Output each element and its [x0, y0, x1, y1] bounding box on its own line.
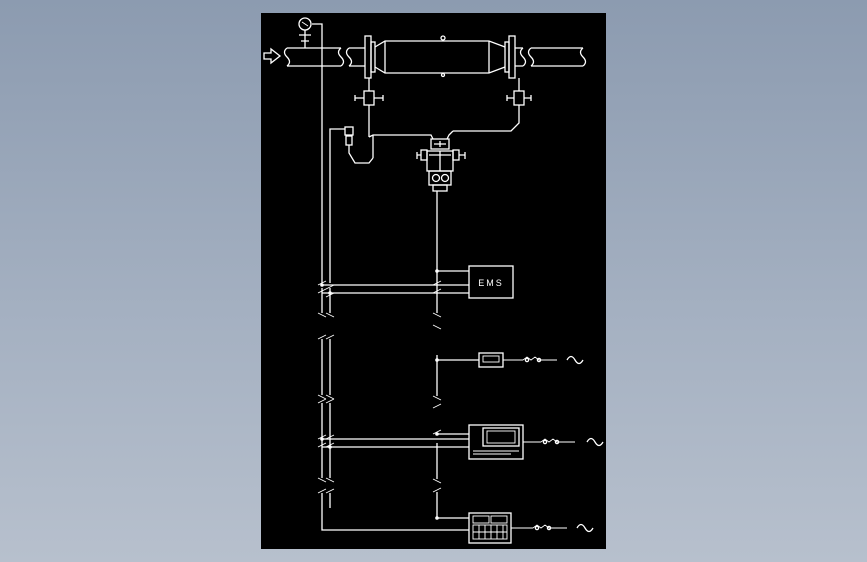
- junction-dots: [320, 269, 439, 520]
- right-impulse-valve-icon: [453, 78, 532, 132]
- outlet-pipe: [515, 47, 587, 67]
- ems-label: EMS: [478, 278, 504, 288]
- flow-computer-icon[interactable]: [468, 424, 541, 460]
- pressure-transmitter-icon: [329, 126, 374, 283]
- break-marks: [317, 280, 442, 494]
- flow-arrow-icon: [263, 47, 282, 65]
- ems-box[interactable]: EMS: [468, 265, 514, 299]
- dp-transmitter-icon: [416, 138, 466, 192]
- keypad-controller-icon[interactable]: [468, 512, 533, 544]
- flowmeter-body: [364, 35, 516, 79]
- inlet-pipe: [283, 47, 365, 67]
- signal-bus: [321, 191, 479, 531]
- display-indicator-icon[interactable]: [478, 352, 523, 368]
- left-impulse-valve-icon: [354, 78, 384, 137]
- power-feed-3: [532, 523, 594, 533]
- impulse-line-right: [446, 130, 454, 140]
- temperature-transmitter-icon: [298, 17, 323, 283]
- power-feed-2: [540, 437, 604, 447]
- ac-sine-icon: [586, 437, 604, 447]
- pipeline-schematic: EMS: [263, 17, 604, 544]
- ac-sine-icon: [576, 523, 594, 533]
- power-feed-1: [522, 355, 584, 365]
- cad-viewport[interactable]: EMS: [261, 13, 606, 549]
- impulse-line-left: [368, 134, 434, 140]
- ac-sine-icon: [566, 355, 584, 365]
